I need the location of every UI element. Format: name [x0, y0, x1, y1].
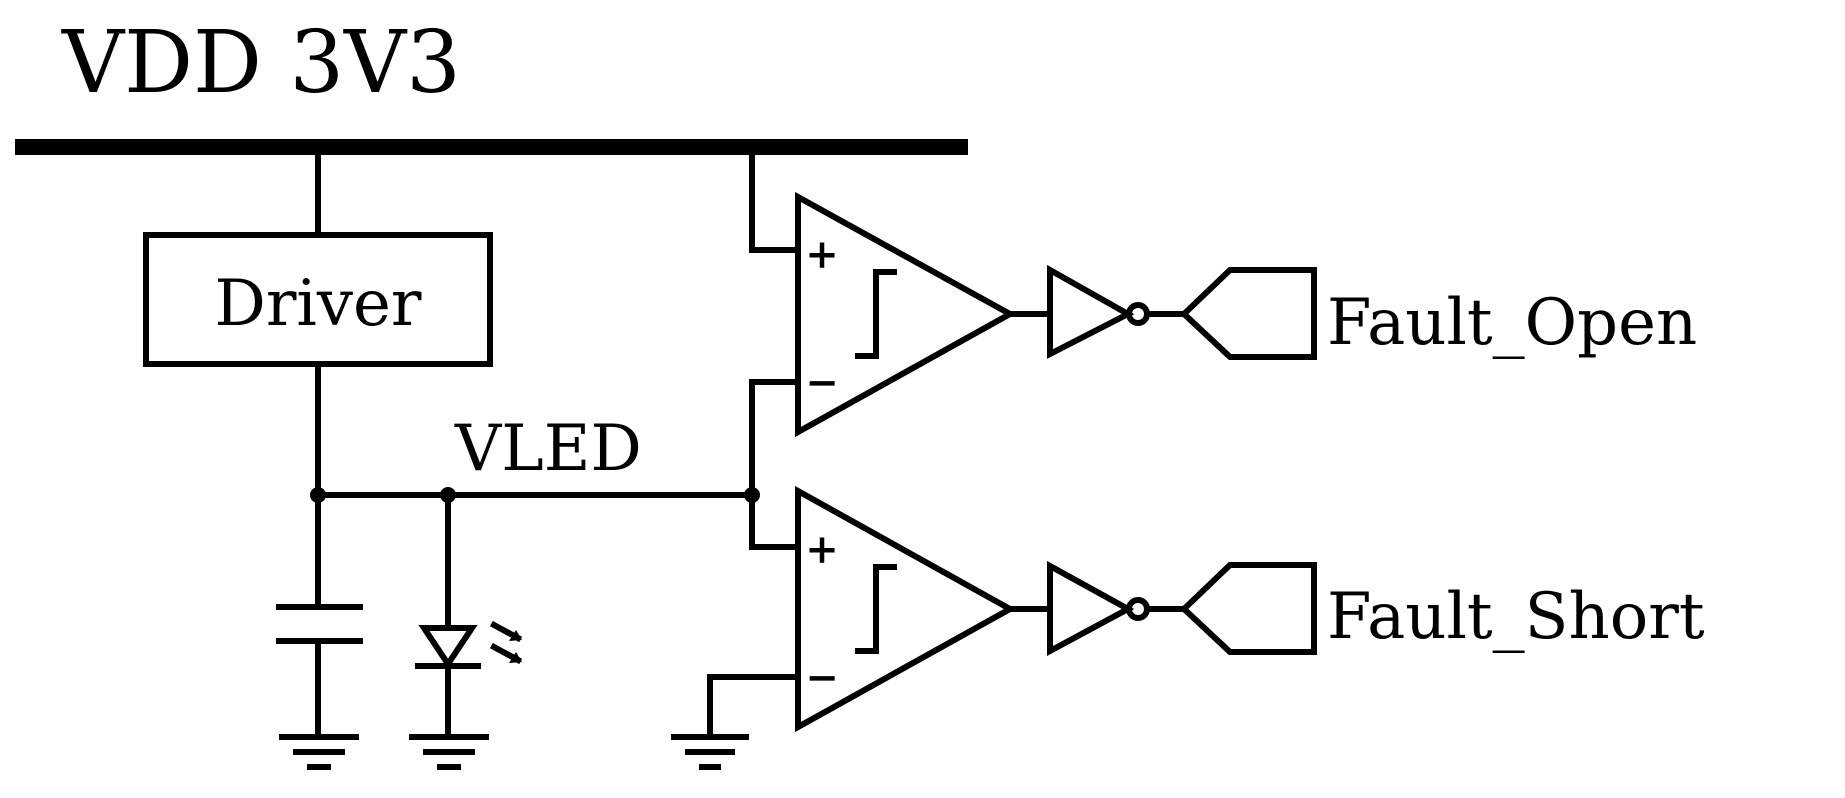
light-emission-arrows-icon	[489, 620, 523, 665]
led-symbol	[415, 492, 481, 738]
supply-label: VDD 3V3	[61, 13, 461, 113]
ground-icon	[279, 734, 359, 770]
output-port-icon	[1179, 267, 1317, 360]
fault-short-label: Fault_Short	[1327, 580, 1705, 654]
minus-sign: −	[805, 654, 839, 701]
hysteresis-icon	[855, 564, 897, 654]
short-comparator: + −	[795, 485, 1017, 733]
plus-sign: +	[805, 231, 839, 278]
open-comparator-plus-wire	[749, 144, 801, 253]
open-comparator: + −	[795, 191, 1017, 438]
inverter-symbol	[1047, 264, 1150, 359]
short-comparator-minus-wire	[707, 674, 801, 738]
output-port-icon	[1179, 562, 1317, 655]
ground-icon	[409, 734, 489, 770]
inverter-symbol	[1047, 560, 1150, 657]
vled-label: VLED	[454, 412, 642, 486]
fault-open-label: Fault_Open	[1327, 286, 1697, 360]
vled-to-comparators-wire	[749, 379, 801, 550]
plus-sign: +	[805, 526, 839, 573]
capacitor-symbol	[276, 492, 363, 738]
ground-icon	[671, 734, 749, 770]
minus-sign: −	[805, 359, 839, 406]
hysteresis-icon	[855, 269, 897, 359]
driver-label: Driver	[215, 267, 422, 341]
